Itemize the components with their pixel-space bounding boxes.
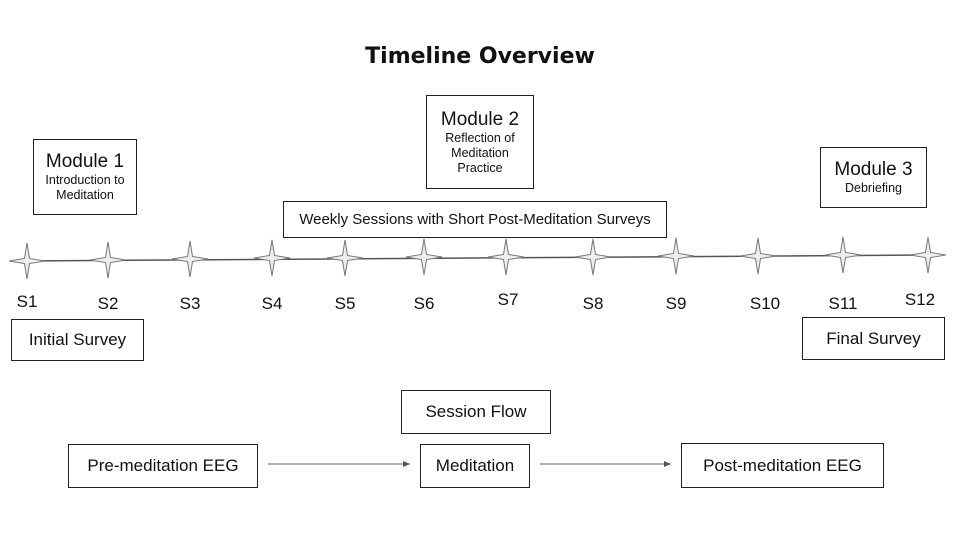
- session-flow-title: Session Flow: [425, 402, 527, 421]
- module-3-box: Module 3 Debriefing: [820, 147, 927, 208]
- session-star-s9: [657, 237, 695, 275]
- flow-step-pre-eeg: Pre-meditation EEG: [68, 444, 258, 488]
- session-label-s7: S7: [497, 290, 519, 309]
- session-label-s4: S4: [261, 294, 283, 313]
- module-1-name: Module 1: [45, 151, 125, 172]
- session-star-s12: [909, 236, 947, 274]
- session-star-s1: [8, 242, 46, 280]
- final-survey-label: Final Survey: [826, 328, 921, 348]
- session-flow-box: Session Flow: [401, 390, 551, 434]
- module-1-box: Module 1 Introduction to Meditation: [33, 139, 137, 215]
- session-star-s3: [171, 240, 209, 278]
- weekly-sessions-box: Weekly Sessions with Short Post-Meditati…: [283, 201, 667, 238]
- flow-step-post-eeg: Post-meditation EEG: [681, 443, 884, 488]
- flow-step-post-eeg-label: Post-meditation EEG: [703, 455, 862, 475]
- session-label-s10: S10: [749, 294, 781, 313]
- session-label-s6: S6: [413, 294, 435, 313]
- session-label-s2: S2: [97, 294, 119, 313]
- module-2-desc: Reflection of Meditation Practice: [445, 130, 515, 175]
- page-title: Timeline Overview: [365, 44, 595, 69]
- weekly-sessions-label: Weekly Sessions with Short Post-Meditati…: [299, 211, 651, 228]
- session-label-s3: S3: [179, 294, 201, 313]
- module-2-name: Module 2: [440, 108, 520, 130]
- initial-survey-box: Initial Survey: [11, 319, 144, 361]
- session-label-s1: S1: [16, 292, 38, 311]
- session-star-s5: [326, 239, 364, 277]
- module-1-desc: Introduction to Meditation: [45, 173, 125, 202]
- module-3-desc: Debriefing: [845, 181, 902, 195]
- session-star-s2: [89, 241, 127, 279]
- session-star-s7: [487, 238, 525, 276]
- session-star-s8: [574, 238, 612, 276]
- session-star-s6: [405, 238, 443, 276]
- timeline-line: [19, 254, 936, 262]
- session-label-s11: S11: [828, 294, 858, 313]
- module-3-name: Module 3: [834, 159, 913, 180]
- session-label-s9: S9: [665, 294, 687, 313]
- session-label-s5: S5: [334, 294, 356, 313]
- session-star-s11: [824, 236, 862, 274]
- flow-step-meditation-label: Meditation: [435, 456, 515, 475]
- session-label-s8: S8: [582, 294, 604, 313]
- flow-step-meditation: Meditation: [420, 444, 530, 488]
- flow-step-pre-eeg-label: Pre-meditation EEG: [87, 456, 239, 475]
- initial-survey-label: Initial Survey: [28, 330, 127, 349]
- final-survey-box: Final Survey: [802, 317, 945, 360]
- session-star-s4: [253, 239, 291, 277]
- module-2-box: Module 2 Reflection of Meditation Practi…: [426, 95, 534, 189]
- session-label-s12: S12: [904, 290, 936, 309]
- session-star-s10: [739, 237, 777, 275]
